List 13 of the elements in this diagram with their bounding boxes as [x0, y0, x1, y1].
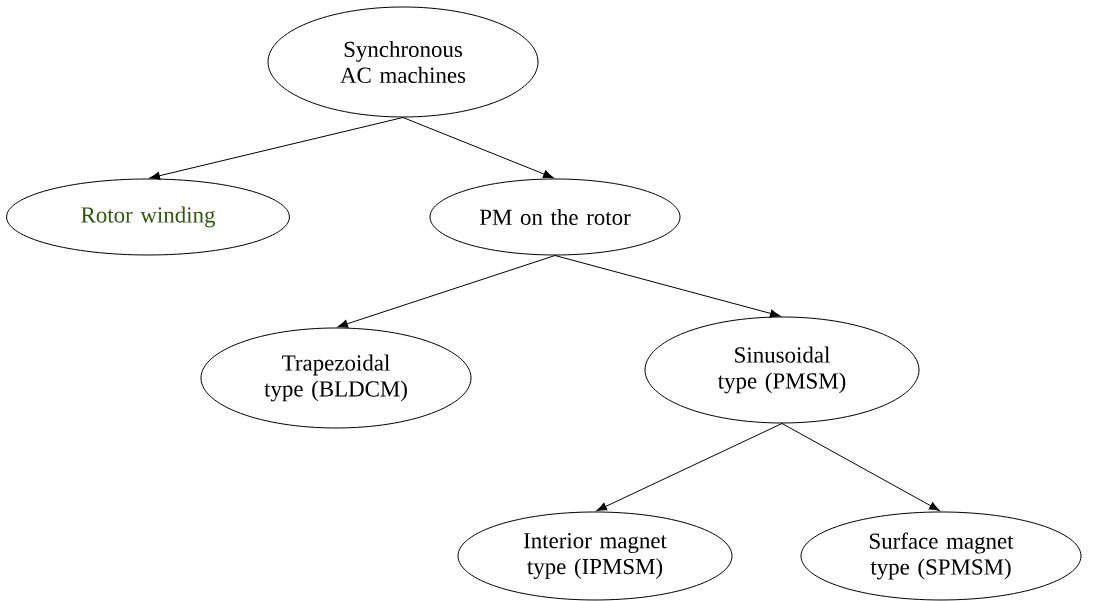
arrow	[149, 117, 404, 180]
arrow	[402, 117, 554, 179]
arrow	[554, 255, 781, 318]
ellipse-node: Rotor winding	[6, 178, 290, 256]
ellipse-node: PM on the rotor	[429, 178, 681, 256]
arrow	[337, 255, 556, 328]
arrow	[596, 423, 783, 512]
ellipse-node: Trapezoidal type (BLDCM)	[200, 327, 472, 429]
ellipse-node: Synchronous AC machines	[267, 6, 539, 118]
ellipse-node: Sinusoidal type (PMSM)	[644, 316, 920, 424]
ellipse-node: Surface magnet type (SPMSM)	[800, 511, 1082, 601]
ellipse-node: Interior magnet type (IPMSM)	[457, 511, 733, 601]
arrow	[781, 423, 940, 511]
